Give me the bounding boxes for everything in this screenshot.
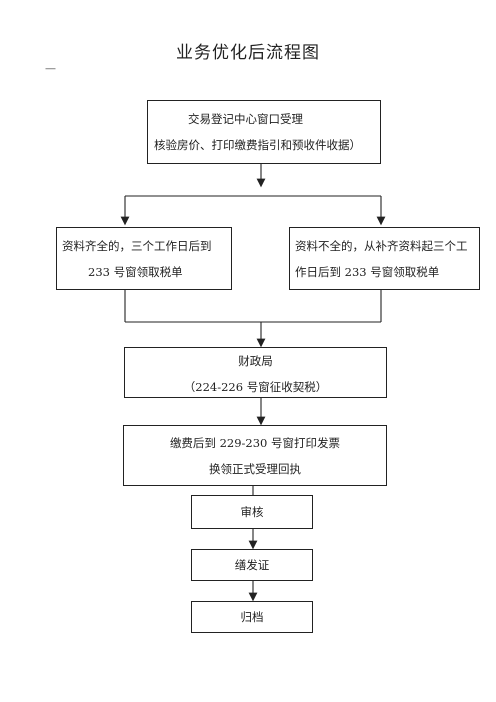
step-review-label: 审核 [240, 505, 264, 519]
step-window-acceptance: 交易登记中心窗口受理 核验房价、打印缴费指引和预收件收据） [147, 100, 381, 164]
step-window-acceptance-line1: 交易登记中心窗口受理 [188, 112, 303, 126]
header-dash: — [45, 62, 56, 75]
step-issue-certificate: 缮发证 [191, 549, 313, 581]
branch-complete-docs-line1: 资料齐全的，三个工作日后到 [62, 239, 212, 253]
step-archive-label: 归档 [240, 610, 264, 624]
step-print-invoice-line2: 换领正式受理回执 [209, 462, 301, 476]
branch-incomplete-docs: 资料不全的，从补齐资料起三个工 作日后到 233 号窗领取税单 [289, 227, 480, 290]
step-archive: 归档 [191, 601, 313, 633]
step-window-acceptance-line2: 核验房价、打印缴费指引和预收件收据） [154, 138, 361, 152]
step-print-invoice: 缴费后到 229-230 号窗打印发票 换领正式受理回执 [123, 425, 387, 486]
step-review: 审核 [191, 495, 313, 529]
step-finance-bureau-line1: 财政局 [238, 354, 273, 368]
branch-complete-docs-line2: 233 号窗领取税单 [88, 265, 183, 279]
branch-complete-docs: 资料齐全的，三个工作日后到 233 号窗领取税单 [56, 227, 232, 290]
branch-incomplete-docs-line1: 资料不全的，从补齐资料起三个工 [295, 239, 468, 253]
step-finance-bureau-line2: （224-226 号窗征收契税） [183, 380, 328, 394]
branch-incomplete-docs-line2: 作日后到 233 号窗领取税单 [295, 265, 440, 279]
step-issue-certificate-label: 缮发证 [234, 558, 270, 572]
step-print-invoice-line1: 缴费后到 229-230 号窗打印发票 [169, 436, 341, 450]
page-title: 业务优化后流程图 [176, 43, 320, 63]
step-finance-bureau: 财政局 （224-226 号窗征收契税） [124, 347, 387, 398]
